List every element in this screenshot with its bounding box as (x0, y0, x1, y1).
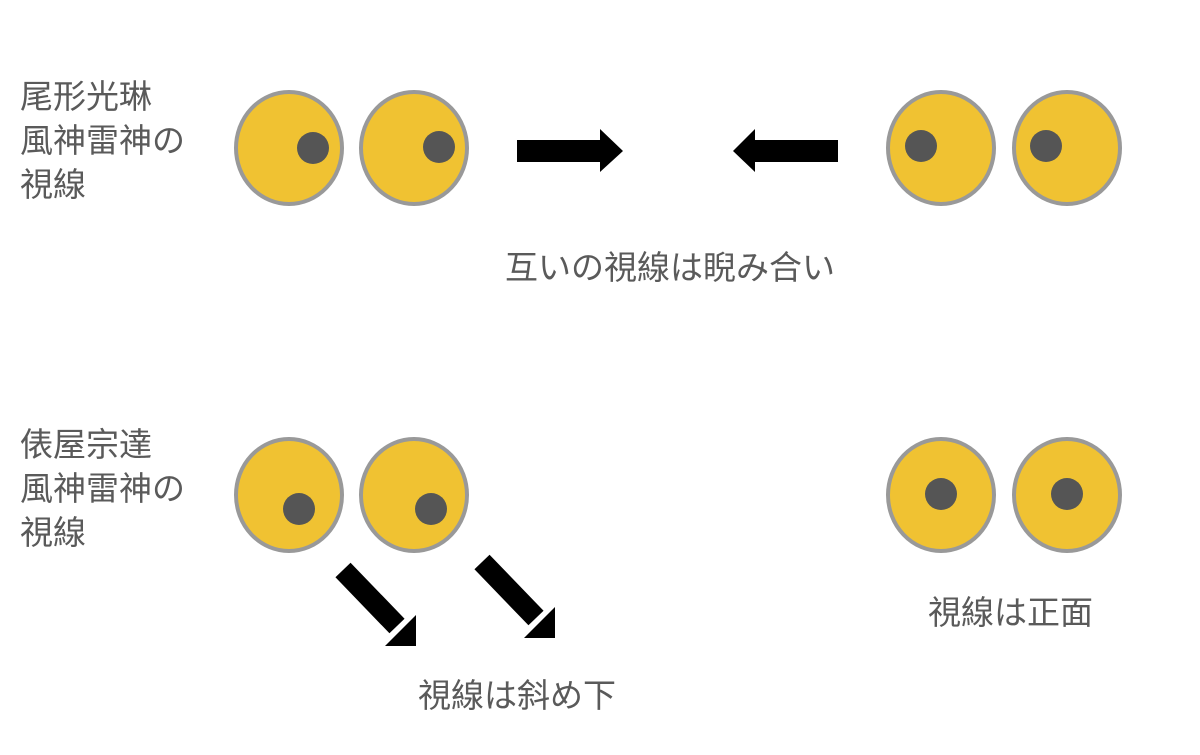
eye (1012, 90, 1122, 206)
sotatsu-right-eyes (886, 437, 1122, 553)
eye (234, 90, 344, 206)
pupil (423, 131, 455, 163)
korin-gaze-label: 尾形光琳 風神雷神の 視線 (20, 77, 185, 204)
eye (886, 90, 996, 206)
pupil (283, 493, 315, 525)
pupil (297, 132, 329, 164)
sotatsu-left-eyes (234, 437, 469, 553)
glare-caption: 互いの視線は睨み合い (505, 248, 835, 287)
pupil (415, 493, 447, 525)
pupil (905, 130, 937, 162)
arrow-left-icon (733, 129, 838, 172)
korin-right-eyes (886, 90, 1122, 206)
eye (359, 437, 469, 553)
pupil (925, 478, 957, 510)
arrow-down-right-icon (474, 554, 555, 638)
pupil (1051, 478, 1083, 510)
korin-left-eyes (234, 90, 469, 206)
arrow-down-right-icon (335, 562, 416, 646)
sotatsu-gaze-label: 俵屋宗達 風神雷神の 視線 (20, 425, 185, 552)
eye (234, 437, 344, 553)
diagonal-down-caption: 視線は斜め下 (418, 676, 616, 715)
arrow-right-icon (517, 129, 623, 172)
eye (359, 90, 469, 206)
front-caption: 視線は正面 (928, 593, 1093, 632)
pupil (1030, 130, 1062, 162)
